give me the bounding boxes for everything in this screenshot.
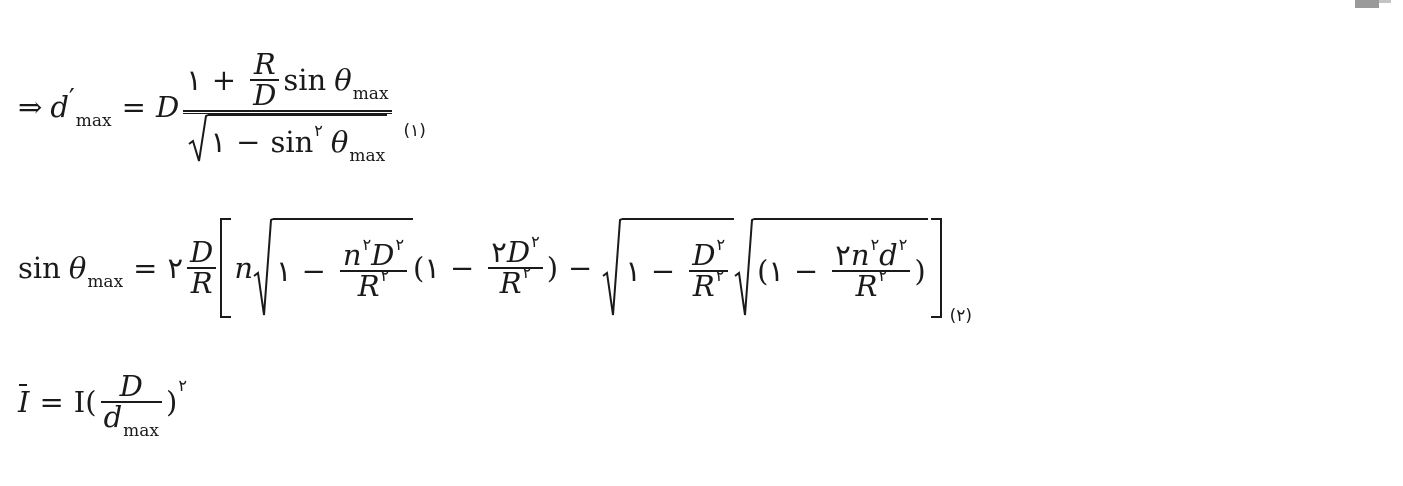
equals-sign: =	[133, 250, 158, 285]
I-upright-symbol: I	[73, 384, 86, 419]
d-over-r-fraction: D R	[187, 238, 217, 298]
d-symbol: d	[50, 89, 69, 124]
R-symbol: R	[253, 47, 276, 81]
left-bracket	[220, 218, 232, 318]
superscript-two: ۲	[178, 376, 187, 395]
D-symbol: D	[155, 89, 180, 124]
radical-icon	[602, 218, 623, 316]
equals-sign: =	[39, 384, 64, 419]
equation-number-2: (۲)	[949, 305, 973, 326]
radical-icon	[734, 218, 755, 316]
equation-number-1: (۱)	[403, 120, 426, 141]
subscript-max: max	[352, 83, 389, 104]
n-symbol: n	[234, 250, 253, 285]
sin-function: sin	[283, 62, 327, 97]
theta-symbol: θ	[334, 62, 352, 97]
I-bar-symbol: I	[18, 383, 30, 419]
subscript-max: max	[123, 421, 159, 441]
numeral-one: ۱	[186, 62, 202, 97]
subscript-max: max	[75, 110, 112, 131]
radical-icon	[253, 218, 273, 316]
radical-icon	[187, 114, 208, 162]
theta-symbol: θ	[68, 250, 87, 285]
prime-mark: ′	[68, 84, 75, 114]
subscript-max: max	[87, 271, 124, 292]
coefficient-two: ۲	[167, 250, 184, 285]
sin-function: sin	[18, 250, 61, 285]
plus-sign: +	[211, 62, 237, 97]
r-over-d-fraction: R D	[250, 47, 280, 112]
corner-mark-icon	[1355, 0, 1391, 8]
D-symbol: D	[253, 78, 277, 112]
equals-sign: =	[121, 89, 146, 124]
right-bracket	[930, 218, 942, 318]
implies-arrow: ⇒	[18, 89, 43, 124]
